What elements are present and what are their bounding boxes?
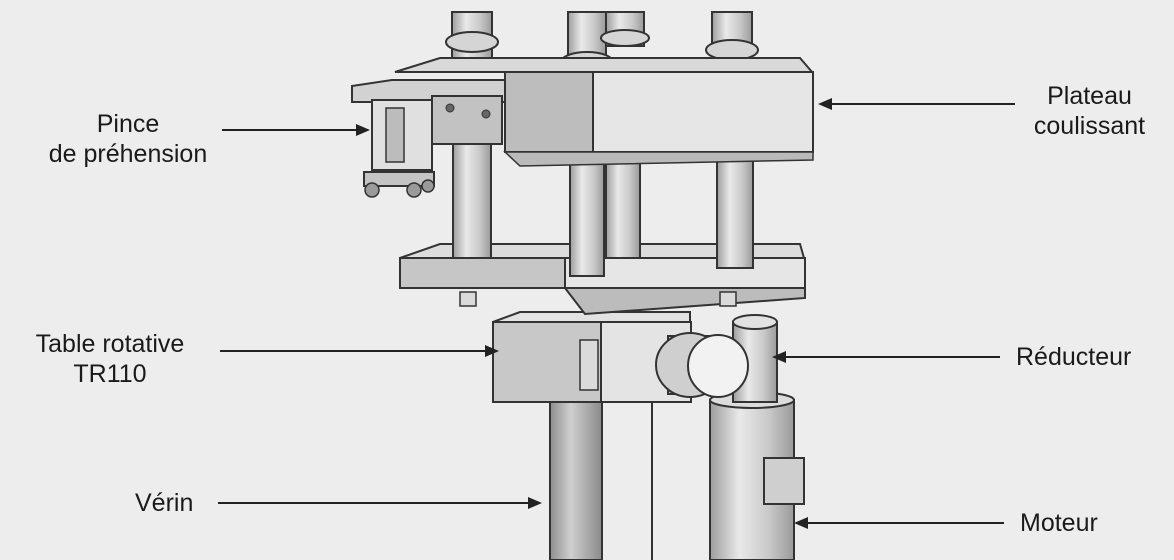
table-arrow <box>220 345 499 357</box>
verin-part <box>549 397 653 560</box>
verin-label: Vérin <box>135 489 194 517</box>
pince-label-line1: Pince <box>96 110 160 138</box>
plateau-arrow <box>818 98 1015 110</box>
reducteur-part <box>655 314 778 403</box>
pince-label-line2: de préhension <box>48 140 208 168</box>
table-label-line1: Table rotative <box>35 330 185 358</box>
plateau-label-line1: Plateau <box>1047 82 1132 110</box>
reducteur-label: Réducteur <box>1016 343 1132 371</box>
plateau-coulissant-part <box>394 57 815 167</box>
reducteur-arrow <box>772 351 1000 363</box>
plateau-label: Plateau coulissant <box>1012 81 1167 141</box>
pince-part <box>351 79 506 198</box>
guide-columns <box>445 11 759 277</box>
moteur-part <box>709 391 805 560</box>
pince-label: Pince de préhension <box>28 109 228 169</box>
moteur-label: Moteur <box>1020 509 1098 537</box>
verin-arrow <box>218 497 542 509</box>
table-label: Table rotative TR110 <box>4 329 216 389</box>
moteur-arrow <box>794 517 1004 529</box>
plateau-label-line2: coulissant <box>1033 112 1146 140</box>
table-label-line2: TR110 <box>73 360 147 388</box>
pince-arrow <box>222 124 370 136</box>
